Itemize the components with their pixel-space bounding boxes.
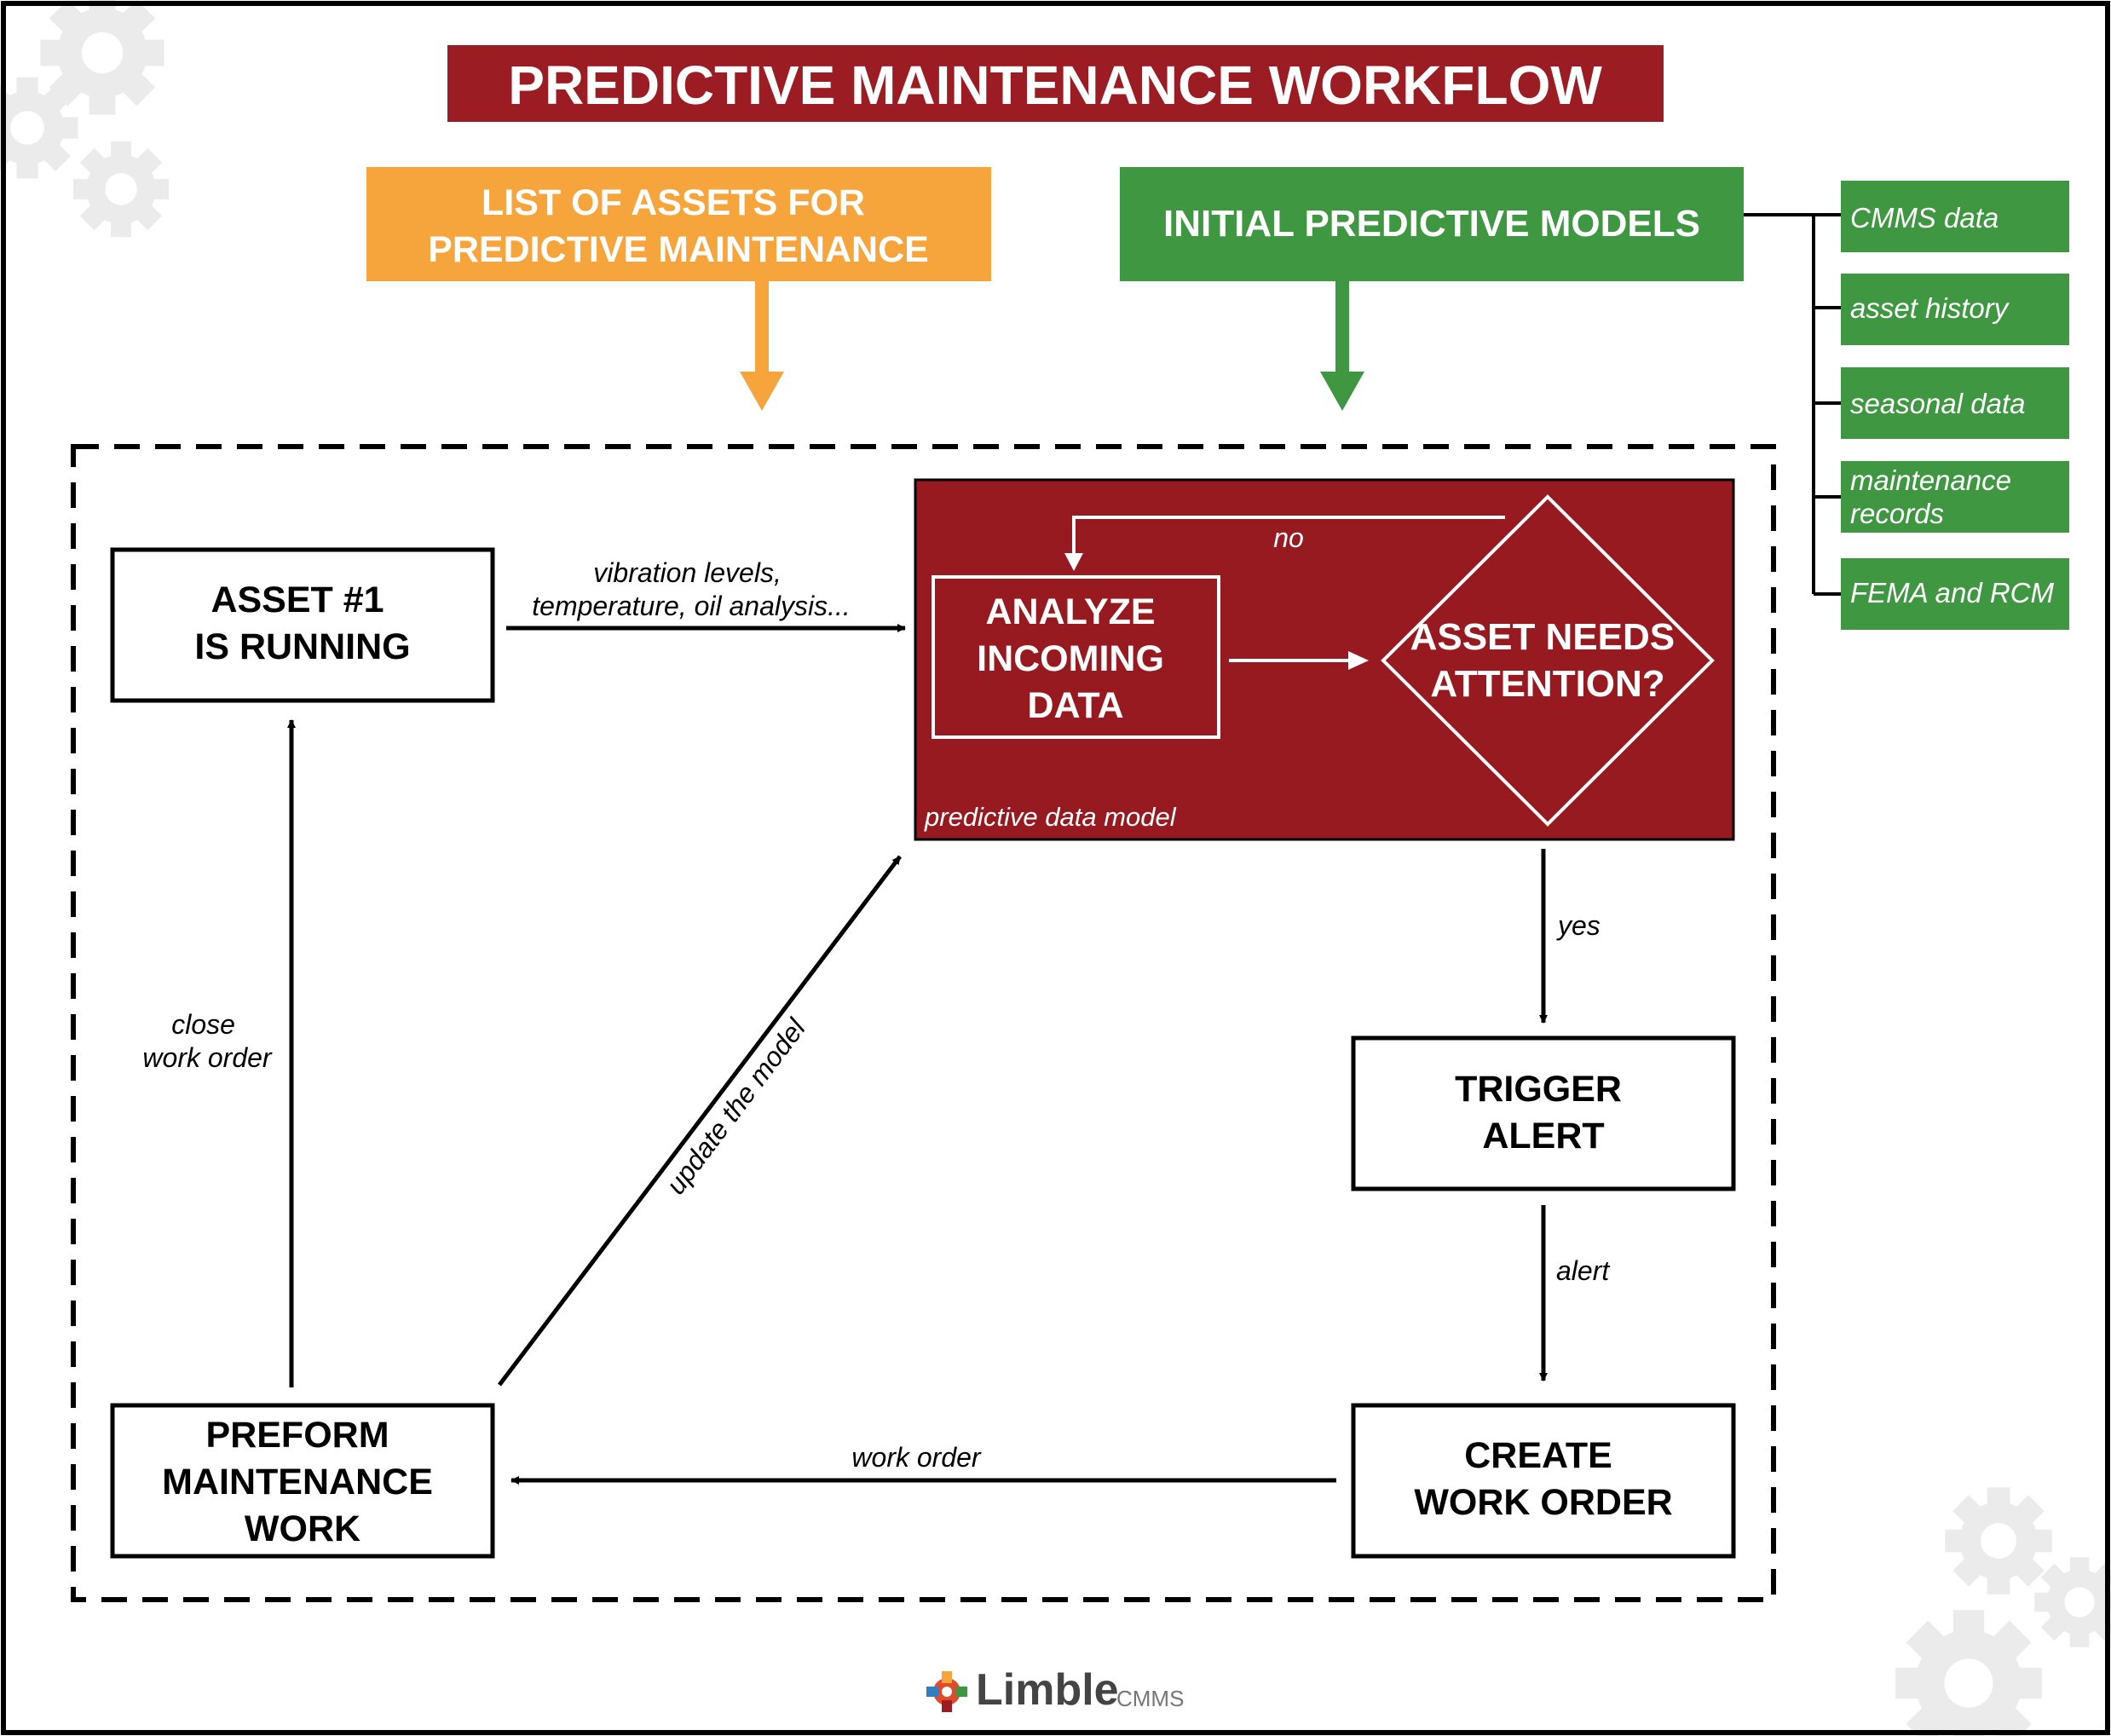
- assets-list-box: [366, 167, 991, 281]
- update-model-label: update the model: [660, 1012, 811, 1200]
- initial-models-arrow: [1320, 281, 1364, 411]
- close-work-order-line-2: work order: [142, 1042, 273, 1073]
- limble-wordmark: Limble: [976, 1665, 1119, 1715]
- model-source-label: asset history: [1850, 292, 2010, 324]
- create-work-order-box: [1351, 1403, 1736, 1559]
- model-source-fema-and-rcm: FEMA and RCM: [1841, 558, 2069, 630]
- asset-running-label: ASSET #1 IS RUNNING: [194, 580, 410, 667]
- sensor-data-label: vibration levels, temperature, oil analy…: [532, 557, 851, 621]
- model-source-cmms-data: CMMS data: [1841, 181, 2069, 252]
- analyze-data-label: ANALYZE INCOMING DATA: [977, 591, 1174, 726]
- update-model-arrow: [498, 855, 902, 1387]
- trigger-alert-line-1: TRIGGER: [1455, 1069, 1622, 1110]
- page-title: PREDICTIVE MAINTENANCE WORKFLOW: [508, 55, 1602, 116]
- sensor-data-line-2: temperature, oil analysis...: [532, 591, 851, 621]
- model-source-label: CMMS data: [1850, 202, 1999, 234]
- assets-list-arrow: [740, 281, 784, 411]
- analyze-data-box: [931, 575, 1220, 739]
- gear-decoration-bottom-right: [1895, 1487, 2111, 1736]
- process-boundary: [71, 444, 1776, 1602]
- model-source-seasonal-data: seasonal data: [1841, 367, 2069, 439]
- initial-models-label: INITIAL PREDICTIVE MODELS: [1163, 203, 1700, 245]
- perform-maintenance-line-3: WORK: [245, 1508, 360, 1549]
- analyze-line-2: INCOMING: [977, 638, 1164, 679]
- analyze-line-3: DATA: [1027, 685, 1123, 726]
- trigger-alert-line-2: ALERT: [1482, 1116, 1604, 1156]
- assets-list-label: LIST OF ASSETS FOR PREDICTIVE MAINTENANC…: [428, 182, 929, 270]
- yes-label: yes: [1556, 910, 1601, 941]
- analyze-line-1: ANALYZE: [985, 591, 1155, 632]
- decision-diamond: [1381, 494, 1715, 827]
- model-source-line-2: records: [1850, 498, 1944, 529]
- limble-logo: Limble CMMS: [926, 1665, 1184, 1715]
- model-sources-connector: [1744, 213, 1841, 596]
- limble-suffix: CMMS: [1116, 1686, 1184, 1711]
- model-source-maintenance-records: maintenance records: [1841, 461, 2069, 533]
- asset-running-box: [110, 547, 495, 703]
- model-source-label: FEMA and RCM: [1850, 577, 2055, 608]
- no-loop-arrow: [1064, 516, 1505, 571]
- trigger-alert-label: TRIGGER ALERT: [1455, 1069, 1632, 1156]
- perform-maintenance-line-1: PREFORM: [206, 1415, 389, 1456]
- model-source-asset-history: asset history: [1841, 274, 2069, 345]
- perform-maintenance-label: PREFORM MAINTENANCE WORK: [162, 1415, 443, 1549]
- model-source-label: maintenance records: [1850, 464, 2019, 529]
- close-work-order-line-1: close: [171, 1009, 235, 1040]
- decision-line-1: ASSET NEEDS: [1410, 616, 1676, 658]
- alert-label: alert: [1556, 1255, 1610, 1286]
- predictive-data-model-caption: predictive data model: [924, 802, 1177, 832]
- assets-list-line-2: PREDICTIVE MAINTENANCE: [428, 229, 929, 270]
- model-source-label: seasonal data: [1850, 388, 2026, 419]
- gear-decoration-top-left: [0, 0, 170, 238]
- perform-maintenance-box: [110, 1403, 495, 1559]
- analyze-to-decision-arrow: [1229, 651, 1369, 670]
- trigger-alert-box: [1351, 1035, 1736, 1191]
- close-work-order-label: close work order: [142, 1009, 273, 1073]
- work-order-label: work order: [851, 1442, 982, 1473]
- initial-models-box: [1120, 167, 1744, 281]
- limble-gear-icon: [926, 1671, 967, 1712]
- title-banner: [447, 45, 1664, 122]
- sensor-data-line-1: vibration levels,: [593, 557, 782, 588]
- model-source-line-1: maintenance: [1850, 464, 2011, 496]
- assets-list-line-1: LIST OF ASSETS FOR: [482, 182, 865, 223]
- asset-running-line-1: ASSET #1: [211, 580, 384, 620]
- create-work-order-line-1: CREATE: [1464, 1435, 1612, 1476]
- decision-label: ASSET NEEDS ATTENTION?: [1410, 616, 1686, 705]
- decision-line-2: ATTENTION?: [1430, 663, 1664, 705]
- create-work-order-line-2: WORK ORDER: [1414, 1482, 1672, 1523]
- no-label: no: [1273, 522, 1304, 553]
- perform-maintenance-line-2: MAINTENANCE: [162, 1462, 433, 1502]
- create-work-order-label: CREATE WORK ORDER: [1414, 1435, 1672, 1523]
- asset-running-line-2: IS RUNNING: [194, 626, 410, 667]
